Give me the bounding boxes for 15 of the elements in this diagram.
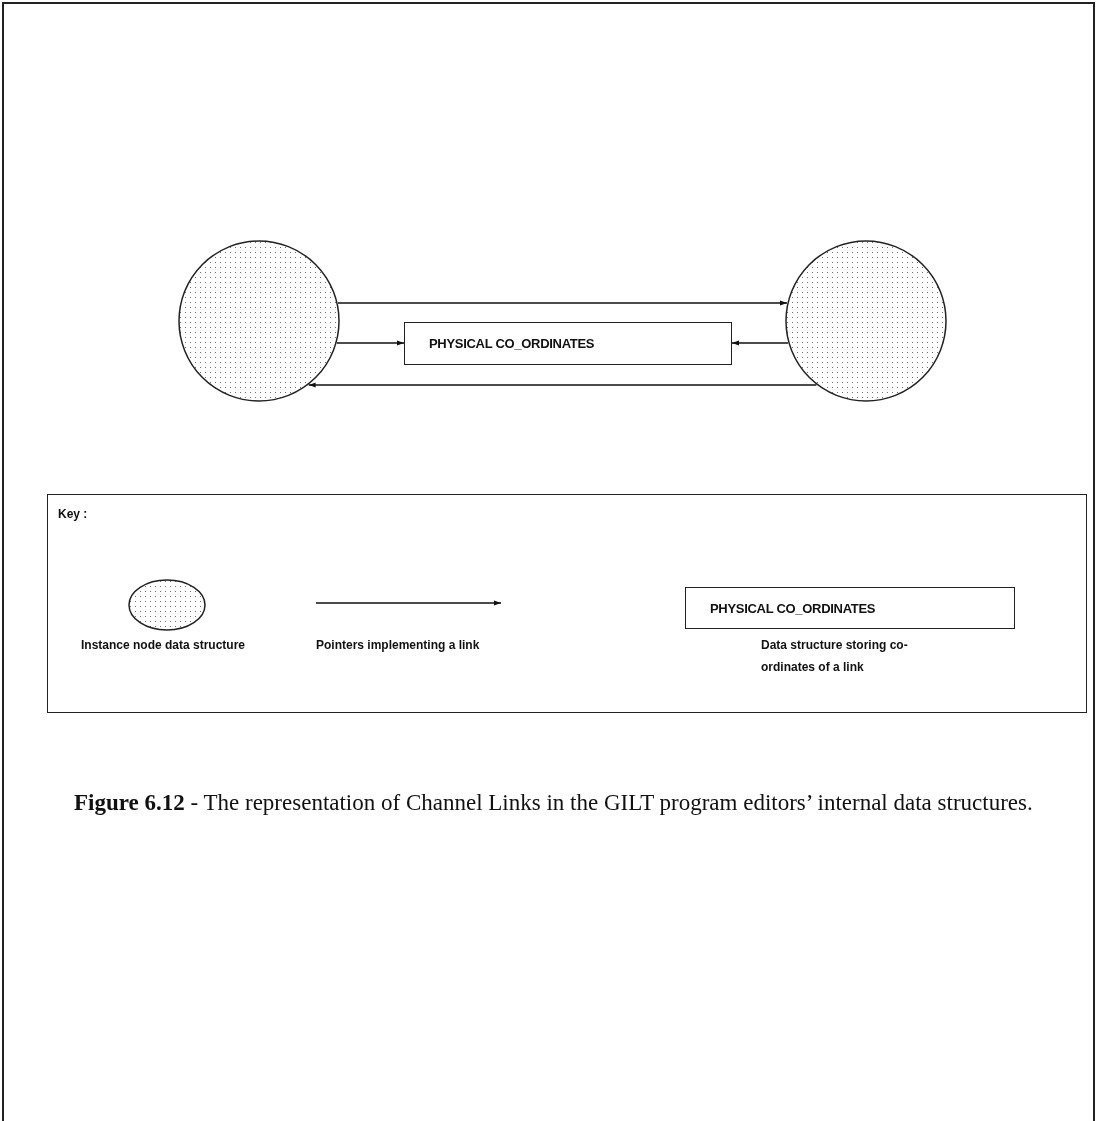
pointer-arrow [731,340,789,346]
instance-node-circle [128,579,206,631]
key-description: Pointers implementing a link [316,637,481,654]
pointer-arrow [336,340,405,346]
instance-node-circle [785,240,947,402]
key-description: Data structure storing co-ordinates of a link [761,637,909,676]
data-structure-box: PHYSICAL CO_ORDINATES [404,322,732,365]
instance-node-circle [178,240,340,402]
key-title: Key : [58,507,88,521]
key-description: Instance node data structure [81,637,247,654]
figure-caption: Figure 6.12 - The representation of Channel Links in the GILT program editors’ internal data structures. [74,789,1034,817]
key-panel [47,494,1087,713]
pointer-arrow [337,300,788,306]
pointer-arrow [308,382,817,388]
data-structure-box: PHYSICAL CO_ORDINATES [685,587,1015,629]
